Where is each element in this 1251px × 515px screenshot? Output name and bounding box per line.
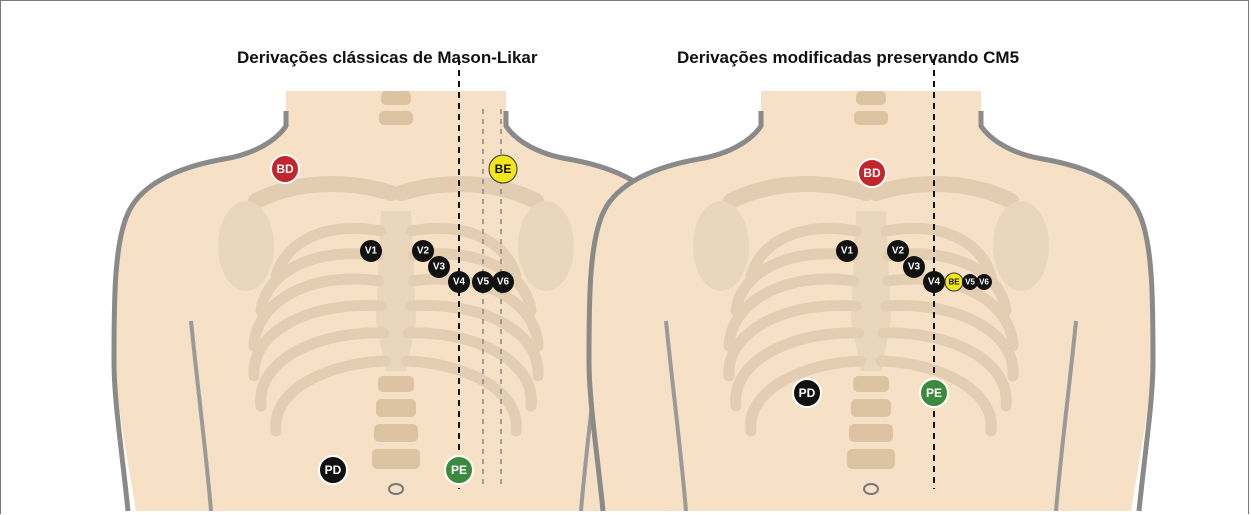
right-electrode-v4-label: V4	[928, 277, 941, 288]
right-electrode-v1: V1	[836, 240, 858, 262]
right-electrode-pe: PE	[920, 379, 948, 407]
left-electrode-v5: V5	[472, 271, 494, 293]
left-electrode-v4: V4	[448, 271, 470, 293]
left-electrode-pd: PD	[319, 456, 347, 484]
right-electrode-v5: V5	[962, 274, 978, 290]
left-electrode-v2-label: V2	[417, 246, 430, 257]
left-electrode-bd-label: BD	[276, 162, 294, 176]
right-electrode-v3: V3	[903, 256, 925, 278]
right-electrode-v5-label: V5	[965, 278, 975, 287]
right-electrode-bd-label: BD	[863, 166, 881, 180]
left-electrode-v3-label: V3	[433, 262, 446, 273]
left-electrode-v6-label: V6	[497, 277, 510, 288]
right-electrode-v2: V2	[887, 240, 909, 262]
left-electrode-be: BE	[489, 155, 517, 183]
right-electrode-v6: V6	[976, 274, 992, 290]
left-electrode-be-label: BE	[495, 162, 512, 176]
right-electrode-be: BE	[945, 273, 963, 291]
right-electrode-v6-label: V6	[979, 278, 989, 287]
left-electrode-v6: V6	[492, 271, 514, 293]
right-torso	[589, 91, 1153, 511]
left-electrode-v5-label: V5	[477, 277, 490, 288]
right-electrode-v3-label: V3	[908, 262, 921, 273]
right-electrode-pd-label: PD	[799, 386, 816, 400]
right-electrode-v2-label: V2	[892, 246, 905, 257]
left-electrode-bd: BD	[271, 155, 299, 183]
right-electrode-pd: PD	[793, 379, 821, 407]
left-electrode-v4-label: V4	[453, 277, 466, 288]
left-electrode-v2: V2	[412, 240, 434, 262]
left-electrode-v1: V1	[360, 240, 382, 262]
left-electrode-v3: V3	[428, 256, 450, 278]
right-electrode-be-label: BE	[948, 278, 960, 287]
left-electrode-pe: PE	[445, 456, 473, 484]
left-electrode-pd-label: PD	[325, 463, 342, 477]
right-electrode-bd: BD	[858, 159, 886, 187]
left-electrode-v1-label: V1	[365, 246, 378, 257]
right-electrode-v4: V4	[923, 271, 945, 293]
right-electrode-pe-label: PE	[926, 386, 942, 400]
right-electrode-v1-label: V1	[841, 246, 854, 257]
left-electrode-pe-label: PE	[451, 463, 467, 477]
